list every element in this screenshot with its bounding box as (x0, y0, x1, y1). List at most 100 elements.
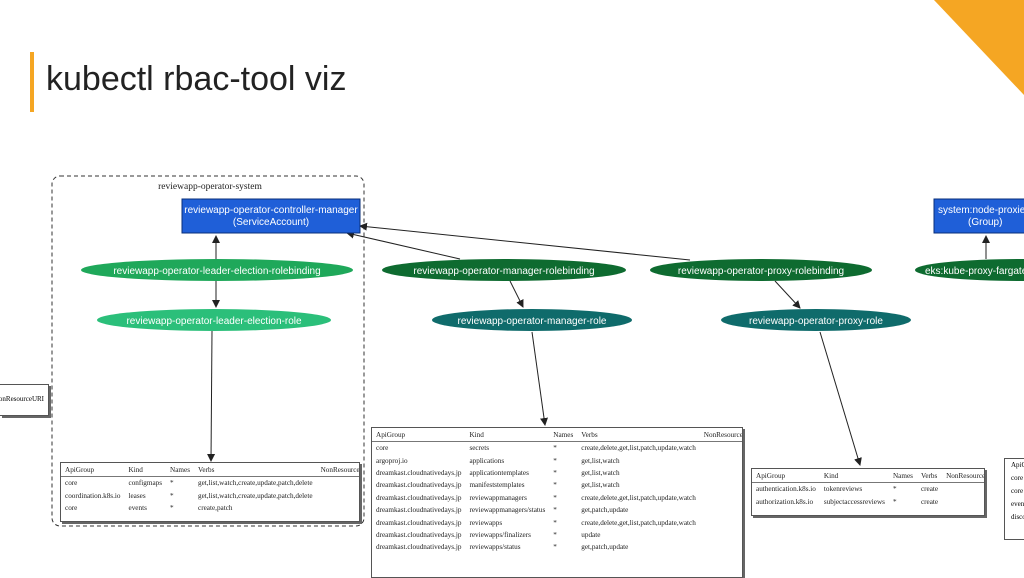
col-names: Names (549, 428, 578, 442)
table-cell: * (553, 444, 557, 453)
table-cell (700, 492, 742, 504)
clipped-cell: core (1011, 487, 1024, 495)
table-cell: reviewapps/finalizers (469, 530, 531, 539)
table-cell: * (170, 479, 174, 488)
col-nonresourceuri: NonResourceURI (316, 463, 359, 477)
leader-election-role-node (97, 309, 331, 331)
cluster-label: reviewapp-operator-system (158, 182, 262, 192)
table-cell: core (65, 479, 78, 488)
clipped-table-left: NonResourceURI (0, 384, 49, 416)
table-cell: tokenreviews (823, 485, 863, 494)
group-node (933, 198, 1024, 234)
table-cell: dreamkast.cloudnativedays.jp (376, 493, 462, 502)
table-cell: argoproj.io (376, 456, 408, 465)
table-header-row: ApiGroup Kind Names Verbs NonResourceURI (372, 428, 742, 442)
corner-decoration (934, 0, 1024, 95)
table-cell (317, 502, 359, 514)
serviceaccount-node (181, 198, 361, 234)
table-cell: manifeststemplates (469, 481, 525, 490)
table-cell: * (553, 506, 557, 515)
kube-proxy-rolebinding-label: eks:kube-proxy-fargate-rolebinding (925, 266, 1024, 277)
manager-permissions-table: ApiGroup Kind Names Verbs NonResourceURI… (371, 427, 743, 578)
table-cell (700, 442, 742, 455)
table-cell (700, 454, 742, 466)
col-apigroup: ApiGroup (752, 469, 820, 483)
table-cell: dreamkast.cloudnativedays.jp (376, 518, 462, 527)
col-kind: Kind (124, 463, 167, 477)
table-cell: reviewapps/status (469, 543, 521, 552)
edge-proxy-role-to-table (819, 331, 862, 466)
proxy-role-label: reviewapp-operator-proxy-role (749, 316, 883, 327)
table-cell: configmaps (128, 479, 163, 488)
table-cell: dreamkast.cloudnativedays.jp (376, 481, 462, 490)
table-cell: subjectaccessreviews (823, 497, 885, 506)
table-cell: create (920, 485, 939, 494)
table-cell: authorization.k8s.io (756, 497, 814, 506)
table-cell: core (376, 444, 389, 453)
table-cell: * (553, 493, 557, 502)
table-cell: get,list,watch (581, 456, 620, 465)
namespace-cluster (51, 175, 365, 527)
proxy-rolebinding-label: reviewapp-operator-proxy-rolebinding (678, 266, 844, 277)
col-apigroup: ApiGroup (61, 463, 125, 477)
table-cell: dreamkast.cloudnativedays.jp (376, 530, 462, 539)
table-header-row: ApiGroup Kind Names Verbs NonResourceURI (752, 469, 984, 483)
col-verbs: Verbs (577, 428, 700, 442)
table-cell: * (553, 481, 557, 490)
table-cell: get,list,watch (581, 468, 620, 477)
table-cell: create,delete,get,list,patch,update,watc… (581, 493, 696, 502)
leader-election-permissions-table: ApiGroup Kind Names Verbs NonResourceURI… (60, 462, 360, 522)
group-kind: (Group) (968, 217, 1002, 228)
manager-rolebinding-label: reviewapp-operator-manager-rolebinding (413, 266, 594, 277)
table-cell: events (128, 503, 147, 512)
edges (207, 222, 990, 466)
table-cell: get,list,watch,create,update,patch,delet… (198, 491, 313, 500)
clipped-cell: core (1011, 474, 1024, 482)
proxy-rolebinding-node (650, 259, 872, 281)
col-kind: Kind (465, 428, 550, 442)
table-cell: reviewappmanagers (469, 493, 527, 502)
clipped-table-right: ApiG core core even disco (1004, 458, 1024, 540)
serviceaccount-name: reviewapp-operator-controller-manager (184, 205, 358, 216)
proxy-permissions-table: ApiGroup Kind Names Verbs NonResourceURI… (751, 468, 985, 516)
manager-rolebinding-node (382, 259, 626, 281)
table-cell (317, 489, 359, 501)
table-cell: create,patch (198, 503, 233, 512)
table-cell (942, 495, 984, 507)
table-cell (700, 479, 742, 491)
edge-leader-role-to-table (207, 330, 216, 462)
edge-manager-rb-to-sa (346, 230, 461, 260)
col-apigroup: ApiGroup (372, 428, 466, 442)
table-cell: core (65, 503, 78, 512)
kube-proxy-rolebinding-node (915, 259, 1024, 281)
edge-manager-rb-to-role (509, 280, 524, 308)
table-cell: authentication.k8s.io (756, 485, 816, 494)
table-cell: * (553, 468, 557, 477)
table-header-row: ApiGroup Kind Names Verbs NonResourceURI (61, 463, 359, 477)
table-row: dreamkast.cloudnativedays.jp reviewappman… (372, 492, 742, 504)
table-cell: get,list,watch (581, 481, 620, 490)
table-cell (700, 516, 742, 528)
table-cell: create,delete,get,list,patch,update,watc… (581, 518, 696, 527)
leader-election-rolebinding-label: reviewapp-operator-leader-election-roleb… (113, 266, 320, 277)
table-cell: * (892, 497, 897, 506)
group-name: system:node-proxier (938, 205, 1024, 216)
table-cell: create,delete,get,list,patch,update,watc… (581, 444, 696, 453)
table-cell: applicationtemplates (469, 468, 529, 477)
table-cell (942, 483, 984, 496)
table-cell: * (553, 530, 557, 539)
edge-proxy-rb-to-sa (359, 222, 691, 261)
table-cell: * (553, 456, 557, 465)
table-cell: update (581, 530, 601, 539)
col-names: Names (888, 469, 917, 483)
col-nonresourceuri: NonResourceURI (942, 469, 984, 483)
table-cell (700, 541, 742, 553)
